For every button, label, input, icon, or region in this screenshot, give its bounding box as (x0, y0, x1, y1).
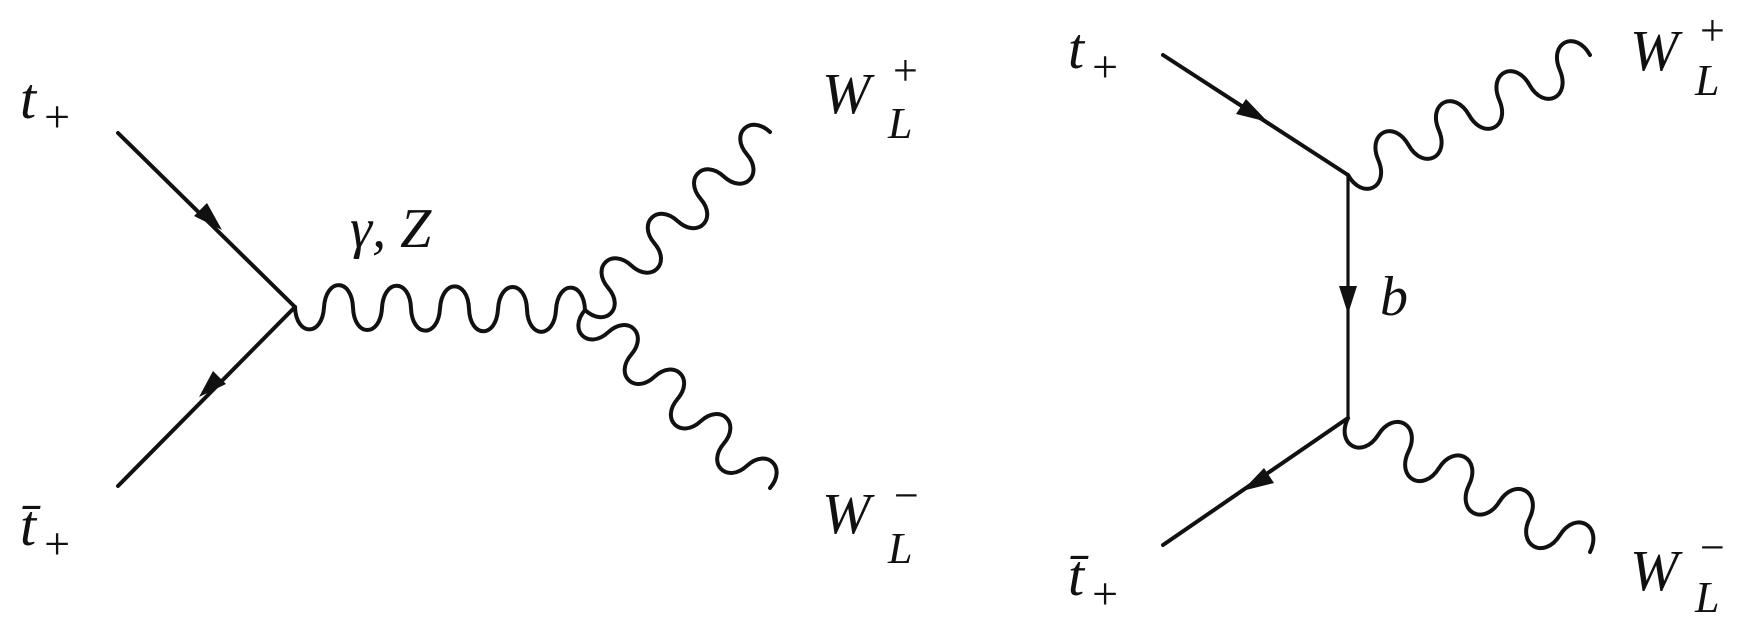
label-t-plus-in: t+ (20, 66, 70, 142)
label-w-minus-l: W (822, 481, 875, 546)
sup-minus: − (1700, 523, 1725, 572)
label-t-plus-in: t+ (1068, 16, 1118, 92)
top-quark-arrow (1236, 99, 1268, 122)
s-channel-diagram: t+ t̄+ γ, Z W + L W − L (20, 46, 919, 573)
subscript-plus: + (1092, 568, 1118, 619)
sub-l: L (887, 524, 912, 573)
sub-l: L (1694, 573, 1719, 621)
w-minus-boson-line (1342, 416, 1596, 554)
symbol-t: t (1068, 16, 1086, 81)
w-plus-boson-line (1346, 39, 1592, 191)
sup-minus: − (894, 471, 919, 520)
symbol-t: t (20, 66, 38, 131)
label-gamma-z: γ, Z (350, 198, 432, 260)
label-w-minus-l: W (1630, 538, 1683, 603)
subscript-plus: + (44, 91, 70, 142)
label-w-plus-l: W (822, 61, 875, 126)
antitop-line (116, 305, 297, 488)
label-tbar-plus-out: t̄+ (1068, 543, 1118, 619)
symbol-w: W (822, 61, 875, 126)
symbol-w: W (822, 481, 875, 546)
label-tbar-plus-out: t̄+ (20, 493, 70, 569)
gamma-z-propagator (293, 283, 587, 334)
top-quark-arrow (194, 203, 222, 230)
antitop-arrow (199, 371, 226, 397)
w-minus-boson-line (576, 308, 779, 490)
symbol-w: W (1630, 538, 1683, 603)
label-w-plus-l: W (1630, 18, 1683, 83)
sup-plus: + (1700, 6, 1725, 55)
sub-l: L (1694, 56, 1719, 105)
symbol-tbar: t̄ (1068, 543, 1089, 608)
sup-plus: + (893, 46, 918, 95)
antitop-arrow (1242, 468, 1274, 491)
subscript-plus: + (44, 518, 70, 569)
t-channel-diagram: t+ t̄+ b W + L W − L (1068, 6, 1725, 621)
symbol-w: W (1630, 18, 1683, 83)
bottom-quark-arrow (1339, 286, 1357, 314)
subscript-plus: + (1092, 41, 1118, 92)
label-b: b (1380, 266, 1408, 328)
symbol-tbar: t̄ (20, 493, 41, 558)
sub-l: L (887, 99, 912, 148)
w-plus-boson-line (583, 122, 772, 320)
